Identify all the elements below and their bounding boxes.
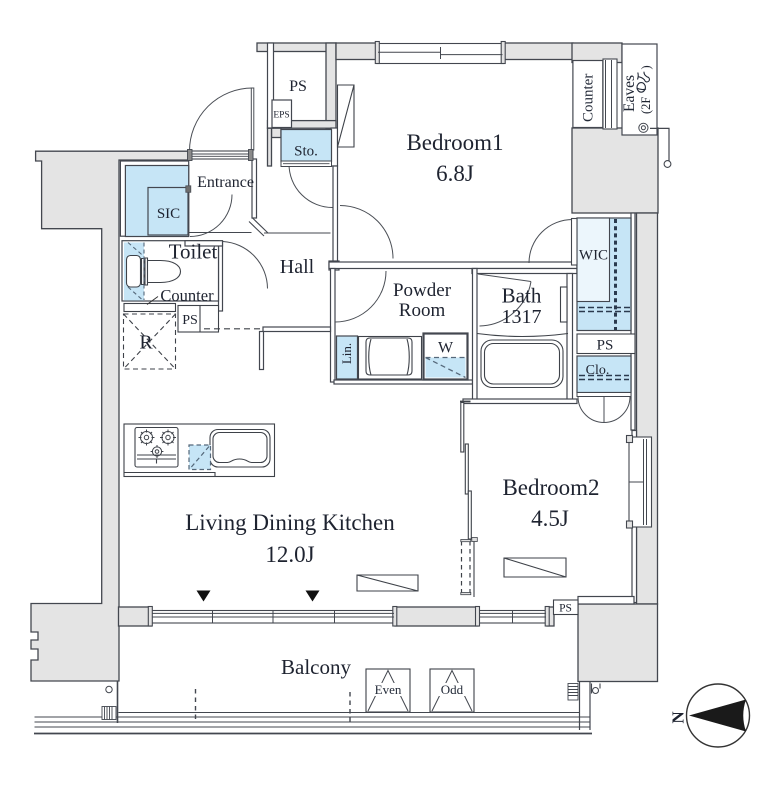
svg-text:Eaves: Eaves bbox=[621, 75, 638, 112]
svg-text:Bedroom1: Bedroom1 bbox=[406, 130, 503, 155]
svg-text:(2F: (2F bbox=[639, 97, 653, 114]
svg-text:6.8J: 6.8J bbox=[436, 161, 474, 186]
svg-text:Sto.: Sto. bbox=[294, 144, 318, 160]
svg-text:Entrance: Entrance bbox=[197, 174, 254, 191]
svg-text:Toilet: Toilet bbox=[169, 240, 218, 264]
svg-text:PS: PS bbox=[597, 338, 614, 354]
svg-text:): ) bbox=[639, 65, 653, 69]
svg-text:R: R bbox=[139, 332, 153, 354]
svg-text:12.0J: 12.0J bbox=[265, 542, 314, 567]
svg-text:Odd: Odd bbox=[441, 682, 464, 697]
svg-text:Bath: Bath bbox=[502, 284, 542, 308]
svg-text:Room: Room bbox=[399, 300, 446, 321]
svg-text:4.5J: 4.5J bbox=[531, 506, 569, 531]
svg-text:EPS: EPS bbox=[273, 111, 289, 121]
svg-text:SIC: SIC bbox=[157, 206, 180, 222]
svg-text:Bedroom2: Bedroom2 bbox=[502, 475, 599, 500]
svg-text:Powder: Powder bbox=[393, 280, 452, 301]
svg-text:PS: PS bbox=[559, 603, 572, 615]
svg-text:Clo.: Clo. bbox=[586, 363, 610, 378]
svg-text:Counter: Counter bbox=[160, 286, 214, 305]
svg-text:WIC: WIC bbox=[579, 248, 608, 264]
svg-text:W: W bbox=[438, 340, 454, 357]
svg-text:Lin.: Lin. bbox=[339, 343, 354, 364]
svg-text:PS: PS bbox=[182, 313, 198, 328]
svg-text:1317: 1317 bbox=[502, 306, 542, 328]
svg-text:Even: Even bbox=[375, 682, 402, 697]
svg-text:Living Dining Kitchen: Living Dining Kitchen bbox=[185, 510, 395, 535]
svg-text:Hall: Hall bbox=[280, 256, 315, 278]
svg-text:Balcony: Balcony bbox=[281, 655, 351, 679]
svg-text:PS: PS bbox=[289, 78, 307, 95]
svg-text:N: N bbox=[669, 711, 688, 724]
svg-text:Counter: Counter bbox=[581, 74, 597, 122]
